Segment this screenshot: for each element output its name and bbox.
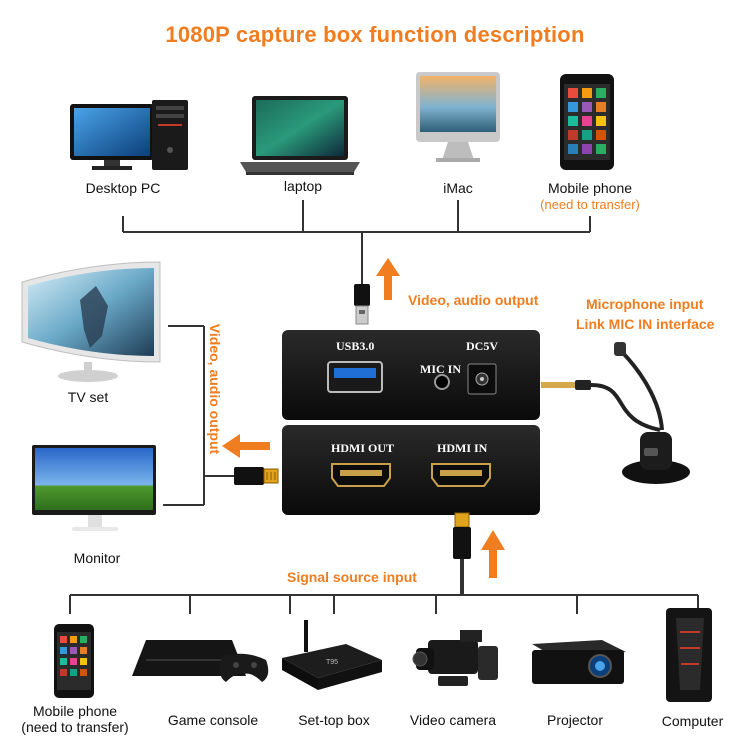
page-title: 1080P capture box function description xyxy=(165,22,585,47)
monitor-icon xyxy=(32,445,156,531)
device-label: iMac xyxy=(443,180,473,196)
device-label: Mobile phone xyxy=(547,180,633,196)
device-label: (need to transfer) xyxy=(21,719,129,735)
set-top-box-icon: T95 xyxy=(282,620,382,690)
mic-annotation-line1: Microphone input xyxy=(586,296,704,312)
hdmi-cable-bottom-icon xyxy=(453,512,471,595)
mobile-phone-icon xyxy=(560,74,614,170)
device-label: TV set xyxy=(67,389,109,405)
device-label: laptop xyxy=(283,178,323,194)
device-note: (need to transfer) xyxy=(540,197,640,212)
arrow-up-icon xyxy=(376,258,400,300)
mobile-phone-icon xyxy=(54,624,94,698)
top-connection-lines xyxy=(122,200,591,290)
device-label: Video camera xyxy=(409,712,497,728)
imac-icon xyxy=(416,72,500,162)
device-label: Computer xyxy=(661,713,724,729)
dc-port-label: DC5V xyxy=(466,339,498,353)
device-label: Mobile phone xyxy=(32,703,118,719)
device-label: Game console xyxy=(167,712,259,728)
device-label: Projector xyxy=(546,712,604,728)
microphone-icon xyxy=(541,342,690,484)
usb-port-label: USB3.0 xyxy=(336,339,375,353)
computer-tower-icon xyxy=(666,608,712,702)
bottom-connection-lines xyxy=(69,594,699,614)
projector-icon xyxy=(532,640,626,684)
arrow-up-icon xyxy=(481,530,505,578)
desktop-pc-icon xyxy=(70,100,188,170)
device-label: Set-top box xyxy=(298,712,370,728)
game-console-icon xyxy=(132,640,269,682)
svg-text:T95: T95 xyxy=(326,659,338,666)
hdmi-output-annotation: Video, audio output xyxy=(207,323,223,455)
mic-port-label: MIC IN xyxy=(420,362,461,376)
capture-box xyxy=(282,330,540,515)
left-connection-lines xyxy=(163,325,236,506)
hdmi-cable-left-icon xyxy=(234,467,279,485)
hdmi-out-port-label: HDMI OUT xyxy=(331,441,394,455)
video-camera-icon xyxy=(412,630,498,686)
tv-set-icon xyxy=(21,261,161,382)
laptop-icon xyxy=(240,96,360,175)
device-label: Monitor xyxy=(73,550,121,566)
usb-output-annotation: Video, audio output xyxy=(408,292,539,308)
device-label: Desktop PC xyxy=(85,180,161,196)
usb-cable-icon xyxy=(354,284,370,325)
mic-annotation-line2: Link MIC IN interface xyxy=(576,316,715,332)
signal-source-annotation: Signal source input xyxy=(287,569,417,585)
hdmi-in-port-label: HDMI IN xyxy=(437,441,488,455)
arrow-left-icon xyxy=(222,434,270,458)
